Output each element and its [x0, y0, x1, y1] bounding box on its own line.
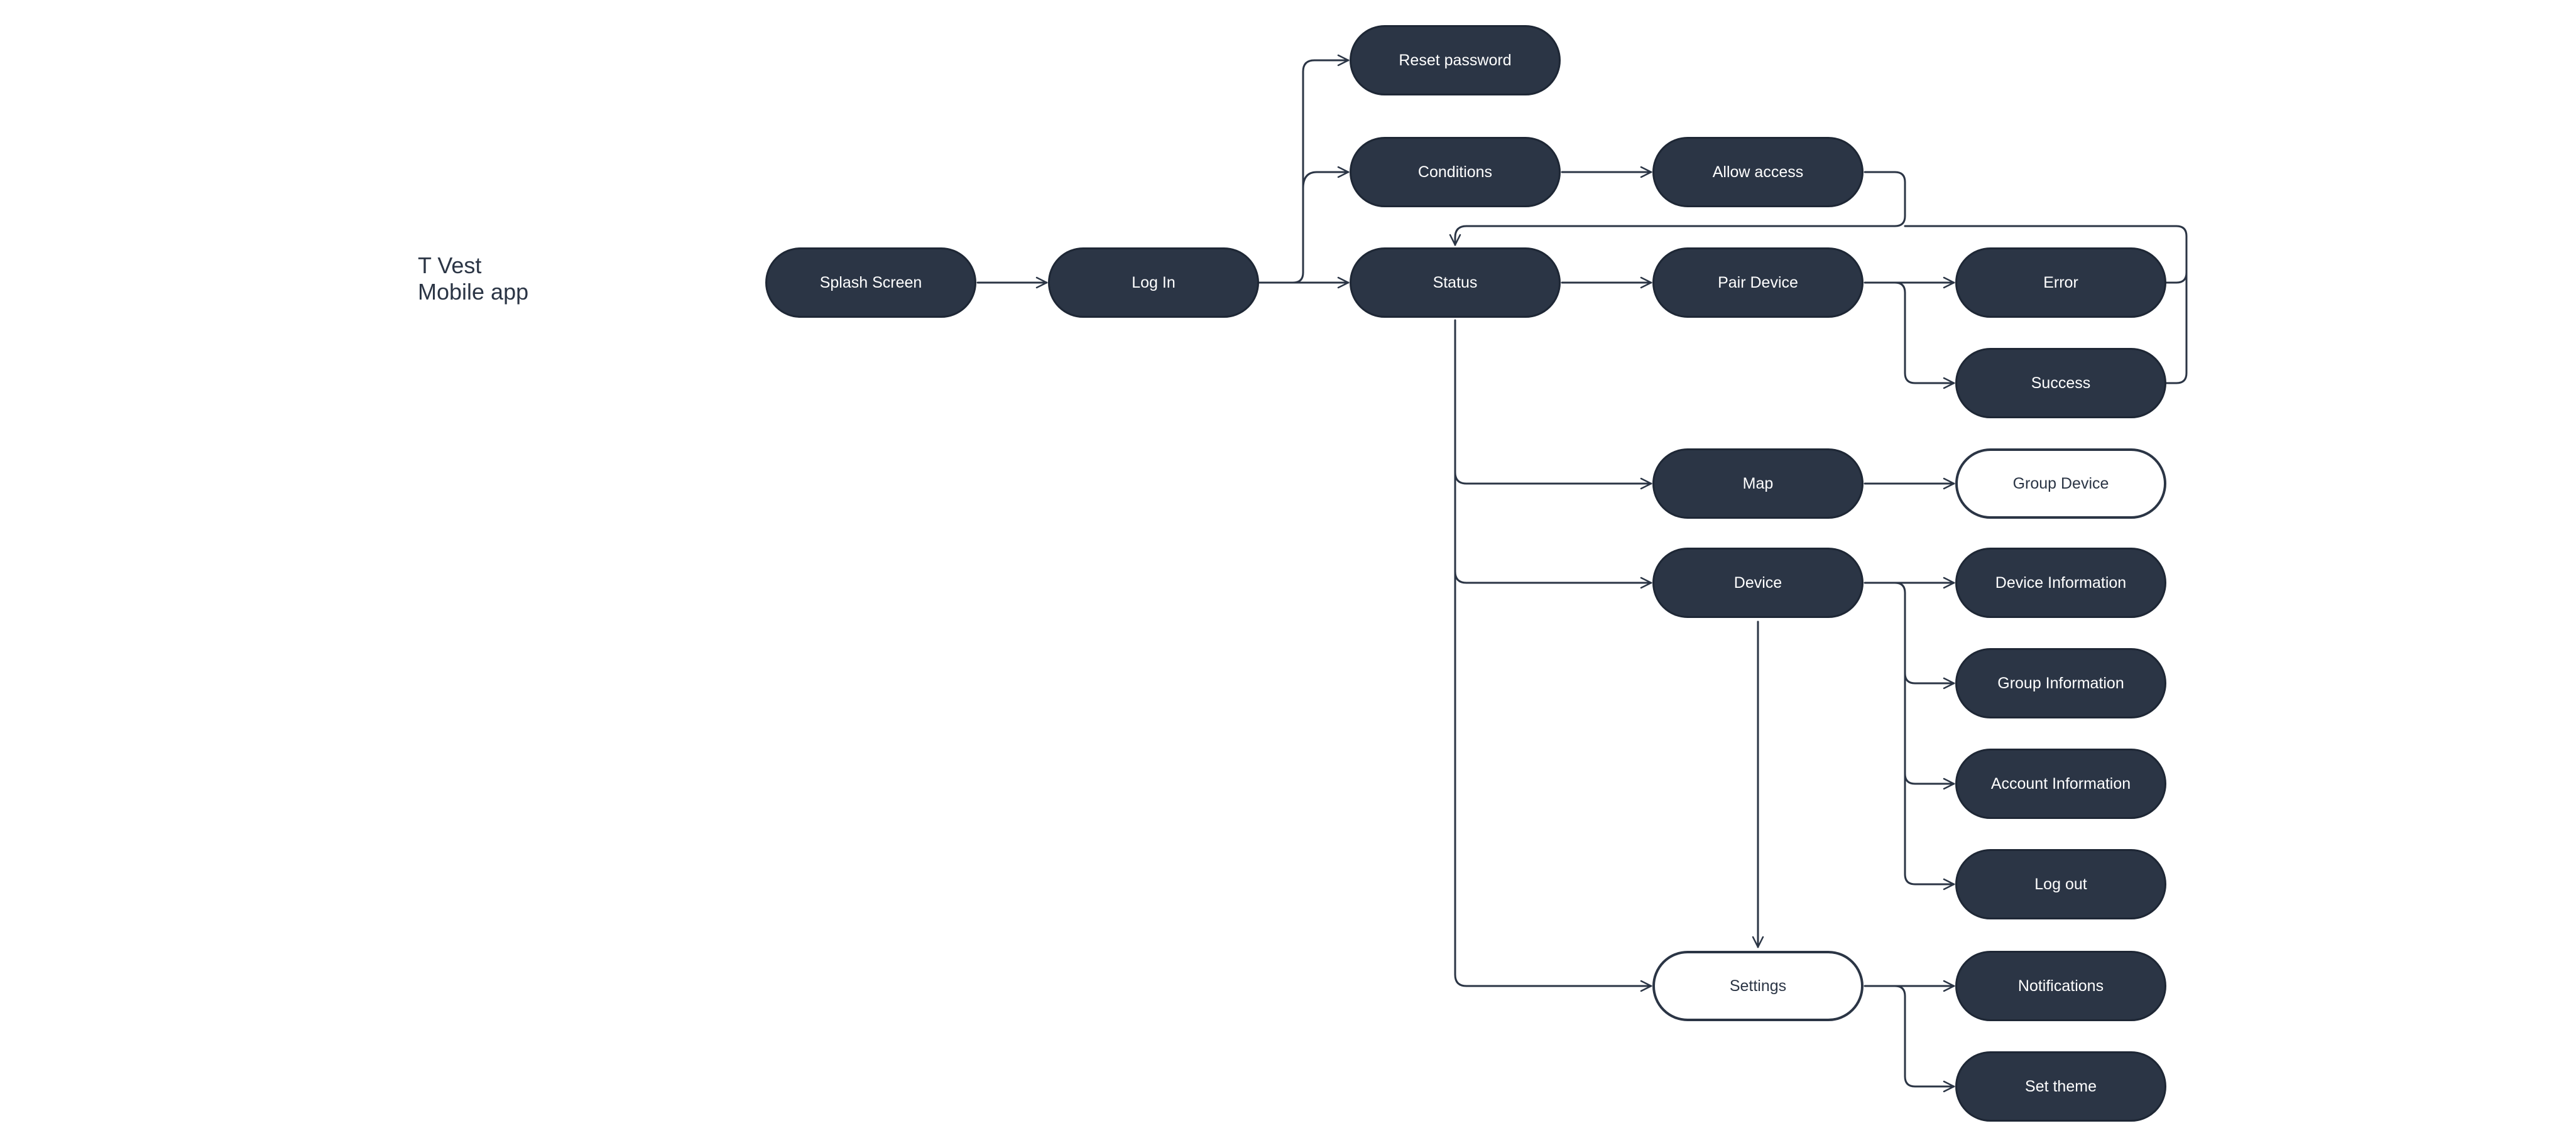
- node-settings: Settings: [1652, 951, 1864, 1021]
- node-allow-access: Allow access: [1652, 137, 1864, 207]
- node-device: Device: [1652, 548, 1864, 618]
- title-line-1: T Vest: [418, 252, 482, 278]
- node-log-out: Log out: [1955, 849, 2166, 919]
- node-splash-screen: Splash Screen: [765, 247, 976, 318]
- node-error: Error: [1955, 247, 2166, 318]
- edge-device-to-group-information: [1904, 672, 1955, 690]
- edge-status-to-map: [1454, 471, 1652, 490]
- edge-login-to-conditions: [1302, 166, 1350, 190]
- node-notifications: Notifications: [1955, 951, 2166, 1021]
- title-line-2: Mobile app: [418, 279, 529, 305]
- node-reset-password: Reset password: [1350, 25, 1561, 95]
- node-group-device: Group Device: [1955, 448, 2166, 519]
- node-status: Status: [1350, 247, 1561, 318]
- edge-device-to-log-out: [1894, 582, 1955, 891]
- node-conditions: Conditions: [1350, 137, 1561, 207]
- edge-allow-access-to-status: [1449, 171, 1906, 246]
- node-pair-device: Pair Device: [1652, 247, 1864, 318]
- edge-status-trunk: [1454, 319, 1652, 992]
- edge-login-to-reset-password: [1258, 54, 1350, 284]
- node-log-in: Log In: [1048, 247, 1259, 318]
- edge-error-to-status: [1904, 225, 2188, 284]
- edge-device-to-account-information: [1904, 772, 1955, 790]
- diagram-title: T Vest Mobile app: [418, 252, 528, 305]
- edge-status-to-device: [1454, 570, 1652, 589]
- node-device-information: Device Information: [1955, 548, 2166, 618]
- edge-settings-to-set-theme: [1894, 985, 1955, 1093]
- node-success: Success: [1955, 348, 2166, 418]
- node-account-information: Account Information: [1955, 749, 2166, 819]
- node-group-information: Group Information: [1955, 648, 2166, 718]
- node-map: Map: [1652, 448, 1864, 519]
- edge-pair-device-to-success: [1894, 281, 1955, 389]
- edge-success-to-status: [2165, 271, 2188, 384]
- node-set-theme: Set theme: [1955, 1051, 2166, 1122]
